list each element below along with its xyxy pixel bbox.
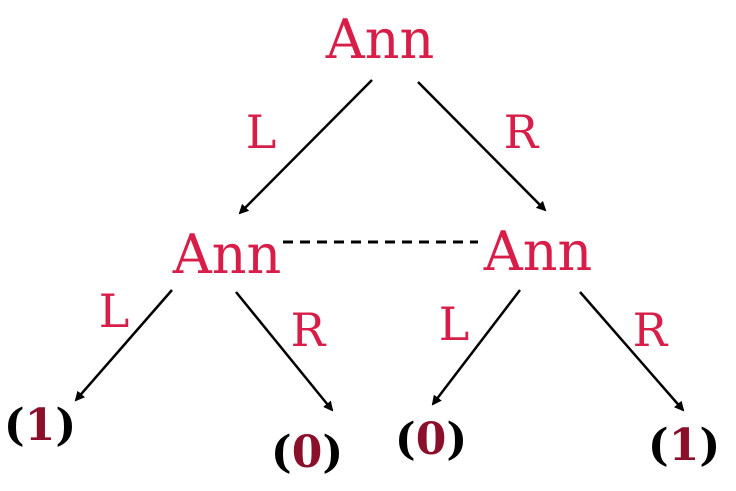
edge-right-left-label: L (439, 297, 470, 351)
edge-right-left (431, 289, 521, 406)
payoff-2-open: ( (271, 427, 292, 478)
edge-root-right-label: R (504, 105, 540, 159)
edge-root-left-label: L (246, 105, 277, 159)
payoff-2-close: ) (322, 427, 343, 478)
payoff-1: (1) (4, 400, 76, 451)
edge-right-right-label: R (633, 303, 669, 357)
edge-left-right (235, 291, 334, 412)
edge-root-right (417, 81, 547, 212)
payoff-3-value: 0 (416, 414, 447, 465)
payoff-1-open: ( (4, 400, 25, 451)
payoff-3-close: ) (446, 414, 467, 465)
edge-left-left-label: L (99, 284, 130, 338)
payoff-4-open: ( (648, 420, 669, 471)
payoff-1-value: 1 (25, 400, 56, 451)
payoff-4-close: ) (699, 420, 720, 471)
payoff-4-value: 1 (669, 420, 700, 471)
edges (74, 79, 685, 412)
payoff-2-value: 0 (292, 427, 323, 478)
payoff-4: (1) (648, 420, 720, 471)
edge-right-right (579, 291, 685, 412)
payoff-3: (0) (395, 414, 467, 465)
node-right-label: Ann (483, 220, 593, 283)
payoff-2: (0) (271, 427, 343, 478)
edge-root-left (238, 79, 373, 215)
node-root-label: Ann (325, 8, 435, 71)
node-left-label: Ann (172, 223, 282, 286)
payoff-1-close: ) (55, 400, 76, 451)
edge-left-right-label: R (291, 303, 327, 357)
edge-left-left (74, 289, 173, 402)
payoff-3-open: ( (395, 414, 416, 465)
